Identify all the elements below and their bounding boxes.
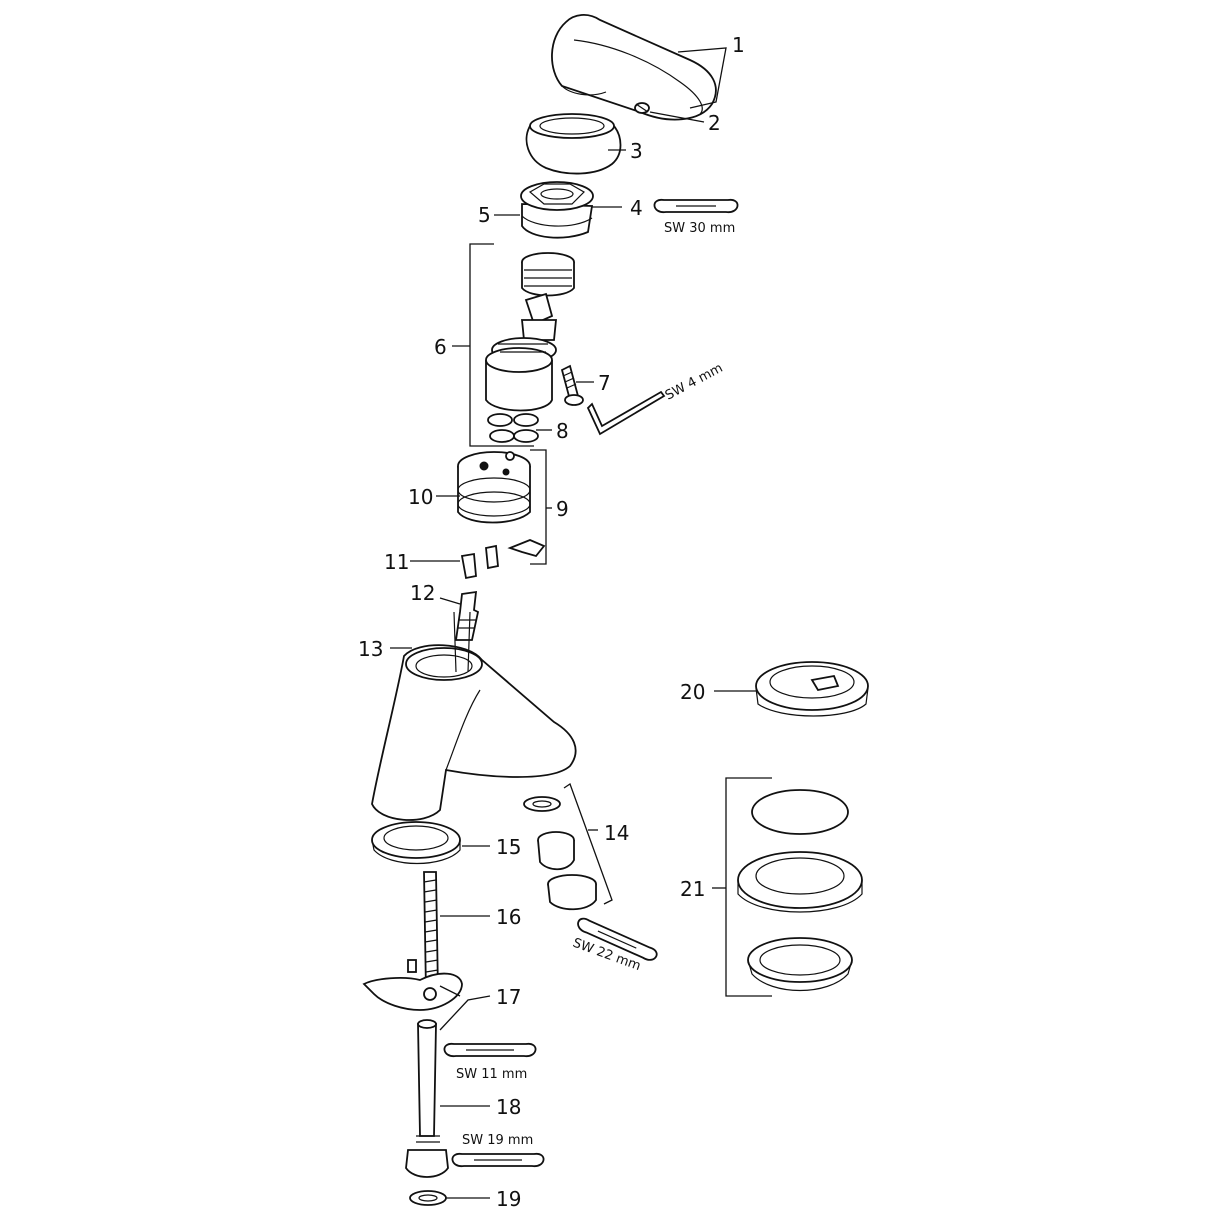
part-12-valve-stem	[454, 590, 480, 641]
label-part-11: 11	[384, 550, 409, 574]
part-1-lever-handle	[551, 14, 717, 121]
part-number-labels: 1 2 3 4 5 6 7 8 9 10 11 12 13 14 15 16 1…	[358, 33, 745, 1211]
wrench-sw30	[653, 199, 739, 213]
part-3-cover-cap	[525, 113, 622, 175]
label-sw4: SW 4 mm	[663, 361, 726, 404]
part-20-drain-plug	[755, 661, 869, 717]
label-part-3: 3	[630, 139, 643, 163]
label-part-5: 5	[478, 203, 491, 227]
label-part-13: 13	[358, 637, 383, 661]
wrench-sw19	[451, 1153, 545, 1167]
part-9-clip	[507, 539, 546, 558]
label-part-14: 14	[604, 821, 629, 845]
wrench-sw22	[577, 917, 658, 961]
label-part-4: 4	[630, 196, 643, 220]
label-part-20: 20	[680, 680, 705, 704]
wrench-sw11	[443, 1043, 537, 1057]
part-10-insert	[457, 451, 531, 524]
label-part-16: 16	[496, 905, 521, 929]
label-sw30: SW 30 mm	[664, 221, 735, 236]
part-2-set-screw	[634, 102, 650, 114]
label-part-9: 9	[556, 497, 569, 521]
part-18-flex-hose	[405, 1019, 449, 1178]
label-part-18: 18	[496, 1095, 521, 1119]
label-part-8: 8	[556, 419, 569, 443]
part-4-5-hex-nut	[520, 181, 594, 239]
part-21-drain-set	[737, 789, 863, 991]
part-7-screw	[560, 364, 584, 406]
label-part-6: 6	[434, 335, 447, 359]
allen-key-tool	[586, 390, 666, 436]
label-part-19: 19	[496, 1187, 521, 1211]
label-part-1: 1	[732, 33, 745, 57]
label-part-17: 17	[496, 985, 521, 1009]
label-sw11: SW 11 mm	[456, 1067, 527, 1082]
part-11-nipples	[460, 544, 499, 580]
part-6-cartridge	[485, 292, 557, 412]
label-part-12: 12	[410, 581, 435, 605]
label-part-15: 15	[496, 835, 521, 859]
part-17-mounting-bracket	[362, 959, 463, 1011]
part-8-seals	[487, 413, 539, 443]
part-14-aerator	[523, 796, 597, 911]
label-part-10: 10	[408, 485, 433, 509]
part-19-washer	[409, 1190, 447, 1206]
label-part-21: 21	[680, 877, 705, 901]
part-15-seal-ring	[371, 821, 461, 864]
part-6-threaded-adapter	[521, 252, 575, 297]
label-sw19: SW 19 mm	[462, 1133, 533, 1148]
label-part-7: 7	[598, 371, 611, 395]
label-part-2: 2	[708, 111, 721, 135]
leader-lines	[390, 47, 772, 1199]
part-13-faucet-body	[371, 611, 577, 821]
